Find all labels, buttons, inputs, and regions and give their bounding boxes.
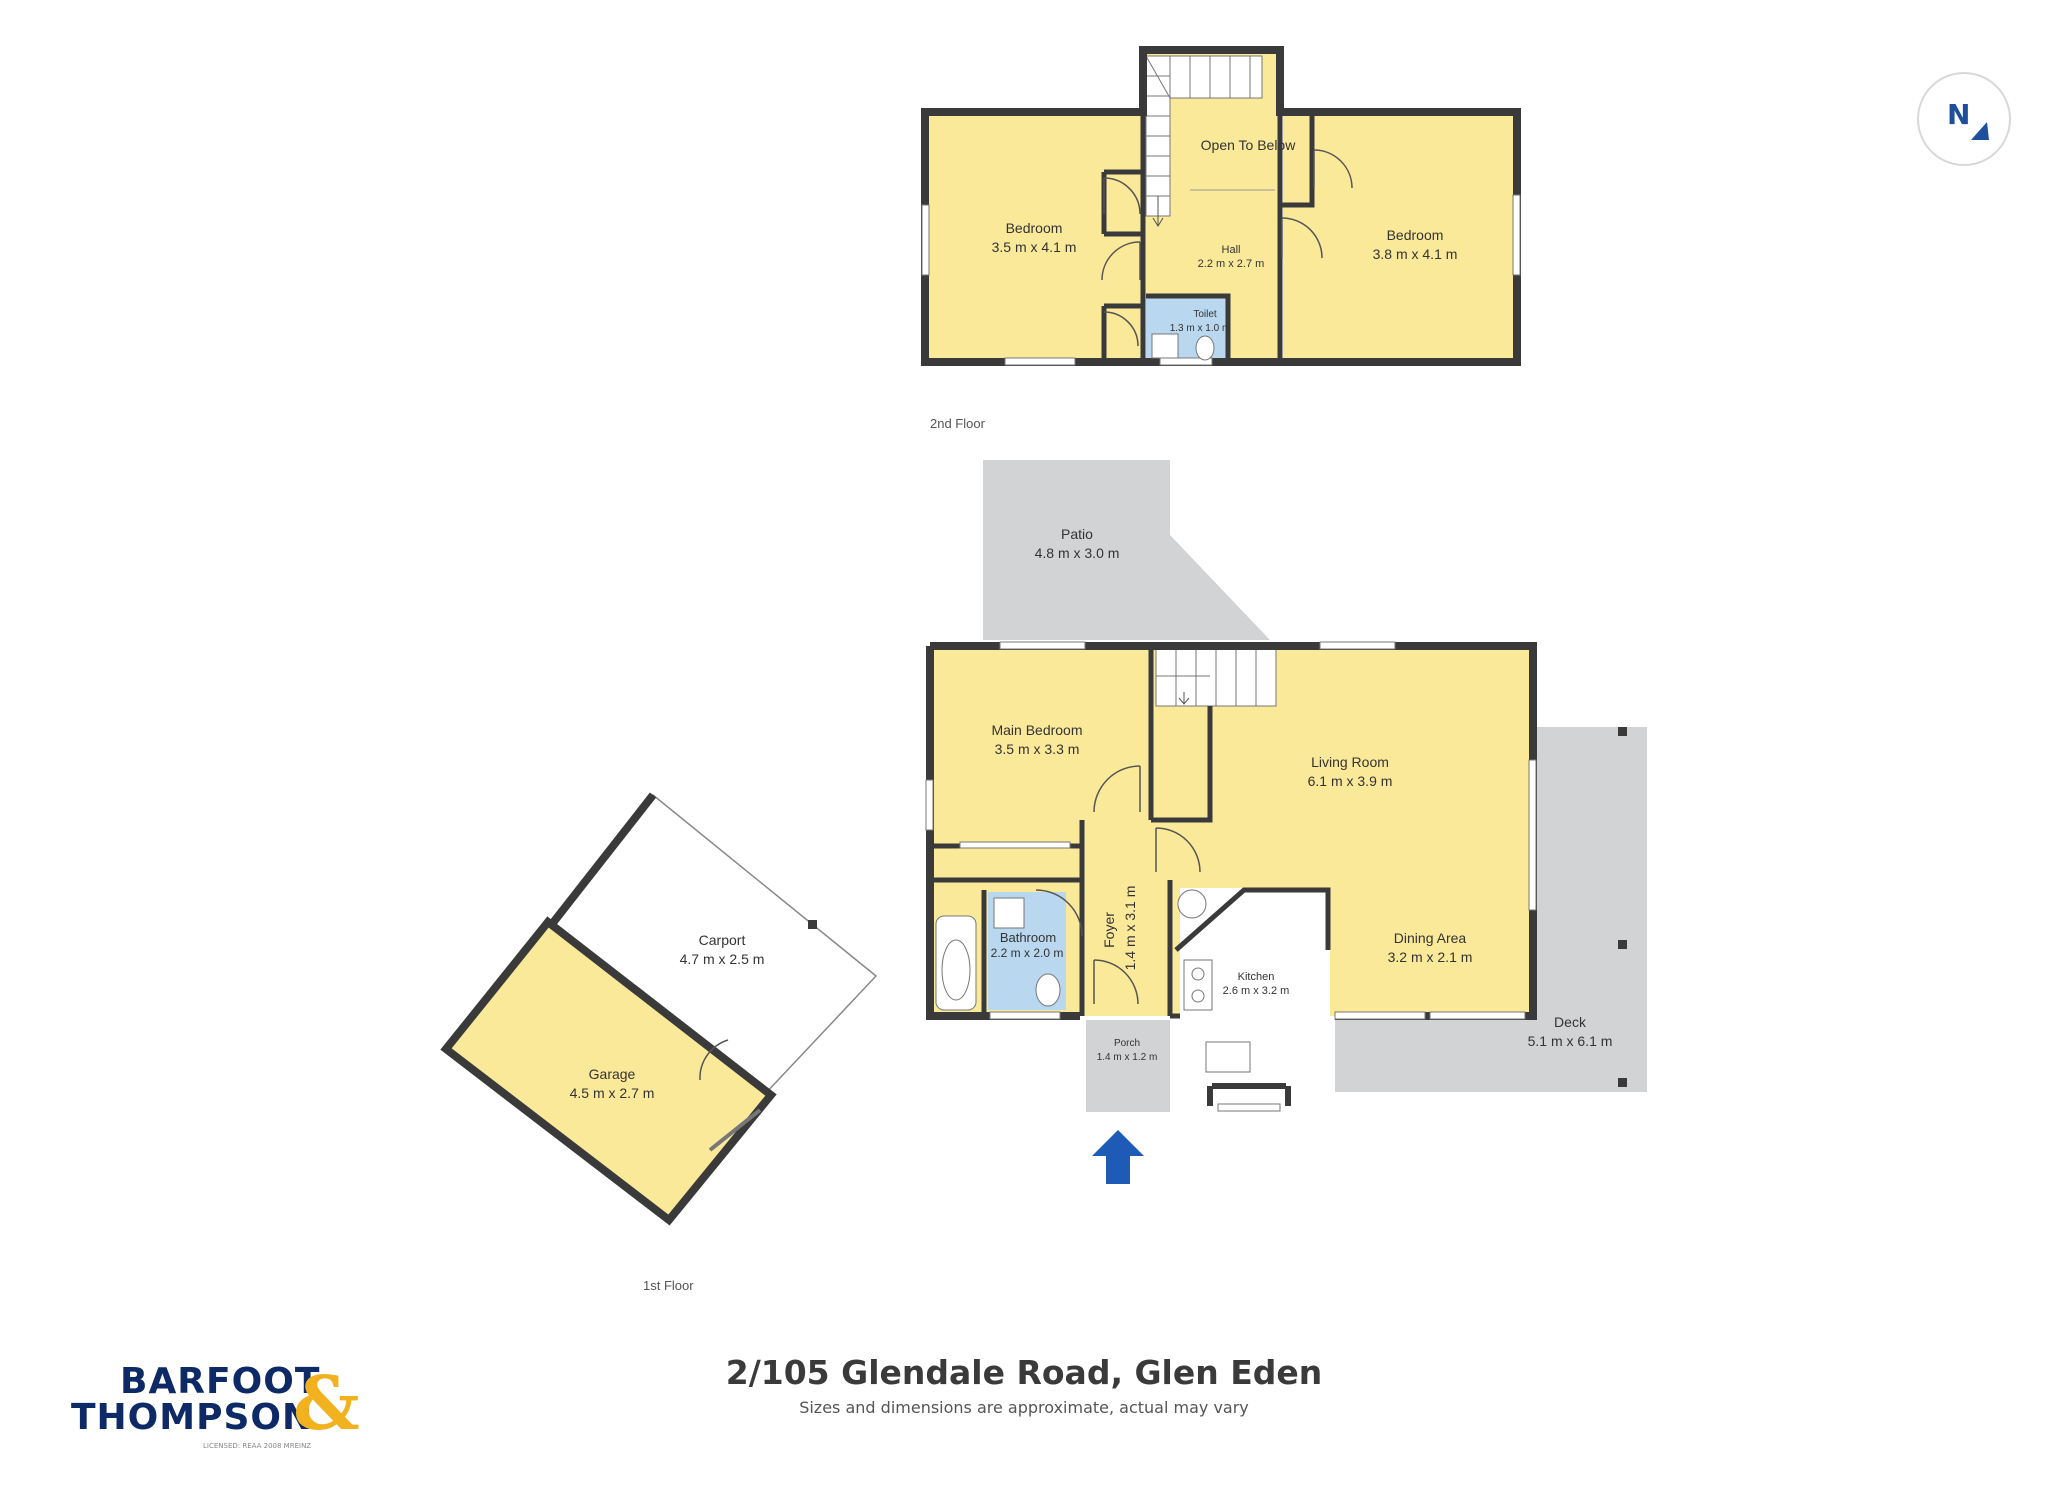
room-garage xyxy=(440,916,777,1226)
living-room-dims: 6.1 m x 3.9 m xyxy=(1308,773,1393,789)
hall-name: Hall xyxy=(1222,244,1241,256)
garage-name: Garage xyxy=(589,1066,636,1082)
room-bedroom-right xyxy=(1283,112,1517,362)
brand-licence: LICENSED: REAA 2008 MREINZ xyxy=(203,1442,312,1450)
dining-area-dims: 3.2 m x 2.1 m xyxy=(1388,949,1473,965)
kitchen-dims: 2.6 m x 3.2 m xyxy=(1223,985,1290,997)
toilet-dims: 1.3 m x 1.0 m xyxy=(1170,323,1231,334)
fixtures-first-floor xyxy=(935,889,1251,1073)
second-floor-label: 2nd Floor xyxy=(930,416,986,431)
second-floor xyxy=(921,46,1521,366)
area-porch xyxy=(1086,1020,1170,1112)
brand-line1: BARFOOT xyxy=(120,1361,321,1402)
staircase xyxy=(1155,647,1277,707)
hall-dims: 2.2 m x 2.7 m xyxy=(1198,258,1265,270)
dining-area-name: Dining Area xyxy=(1394,930,1467,946)
bedroom-left-dims: 3.5 m x 4.1 m xyxy=(992,239,1077,255)
foyer-name: Foyer xyxy=(1101,912,1117,948)
bedroom-right-name: Bedroom xyxy=(1387,227,1444,243)
carport-dims: 4.7 m x 2.5 m xyxy=(680,951,765,967)
property-address: 2/105 Glendale Road, Glen Eden xyxy=(725,1353,1323,1392)
brand-line2: THOMPSON xyxy=(71,1397,314,1438)
bathroom-dims: 2.2 m x 2.0 m xyxy=(991,946,1064,960)
main-bedroom-name: Main Bedroom xyxy=(991,722,1082,738)
windows-first-floor xyxy=(925,641,1537,1112)
disclaimer: Sizes and dimensions are approximate, ac… xyxy=(799,1398,1249,1417)
storage-closet xyxy=(1102,172,1142,234)
bedroom-left-name: Bedroom xyxy=(1006,220,1063,236)
patio-name: Patio xyxy=(1061,526,1093,542)
patio-dims: 4.8 m x 3.0 m xyxy=(1035,545,1120,561)
compass: N xyxy=(1917,72,2011,166)
doors-second-floor xyxy=(1101,149,1353,347)
walls-second-floor xyxy=(921,46,1521,366)
north-label: N xyxy=(1947,98,1971,131)
staircase xyxy=(1145,55,1275,227)
first-floor-label: 1st Floor xyxy=(643,1278,694,1293)
compass-arrow-icon xyxy=(1971,122,1989,140)
toilet-name: Toilet xyxy=(1193,309,1217,320)
garage-dims: 4.5 m x 2.7 m xyxy=(570,1085,655,1101)
carport-garage xyxy=(440,792,878,1226)
toilet-fixtures xyxy=(1151,333,1215,361)
area-deck xyxy=(1335,1015,1647,1092)
doors-first-floor xyxy=(1035,765,1201,1005)
living-room-name: Living Room xyxy=(1311,754,1389,770)
entry-arrow-icon xyxy=(1092,1130,1144,1184)
kitchen-name: Kitchen xyxy=(1238,971,1275,983)
bathroom-name: Bathroom xyxy=(1000,930,1056,945)
carport-name: Carport xyxy=(699,932,746,948)
labels-second-floor: Bedroom 3.5 m x 4.1 m Open To Below Hall… xyxy=(992,137,1458,334)
main-bedroom-dims: 3.5 m x 3.3 m xyxy=(995,741,1080,757)
deck-name: Deck xyxy=(1554,1014,1587,1030)
open-to-below-label: Open To Below xyxy=(1201,137,1297,153)
bedroom-right-dims: 3.8 m x 4.1 m xyxy=(1373,246,1458,262)
first-floor xyxy=(440,460,1647,1226)
posts xyxy=(1618,727,1627,1087)
brand-ampersand: & xyxy=(293,1361,360,1447)
foyer-dims: 1.4 m x 3.1 m xyxy=(1122,886,1138,971)
porch-name: Porch xyxy=(1114,1038,1140,1049)
porch-dims: 1.4 m x 1.2 m xyxy=(1097,1052,1158,1063)
brand-logo: BARFOOT THOMPSON & LICENSED: REAA 2008 M… xyxy=(68,1362,368,1452)
labels-first-floor: Patio 4.8 m x 3.0 m Main Bedroom 3.5 m x… xyxy=(570,526,1613,1101)
windows-second-floor xyxy=(921,194,1521,366)
deck-dims: 5.1 m x 6.1 m xyxy=(1528,1033,1613,1049)
area-patio xyxy=(983,460,1270,640)
